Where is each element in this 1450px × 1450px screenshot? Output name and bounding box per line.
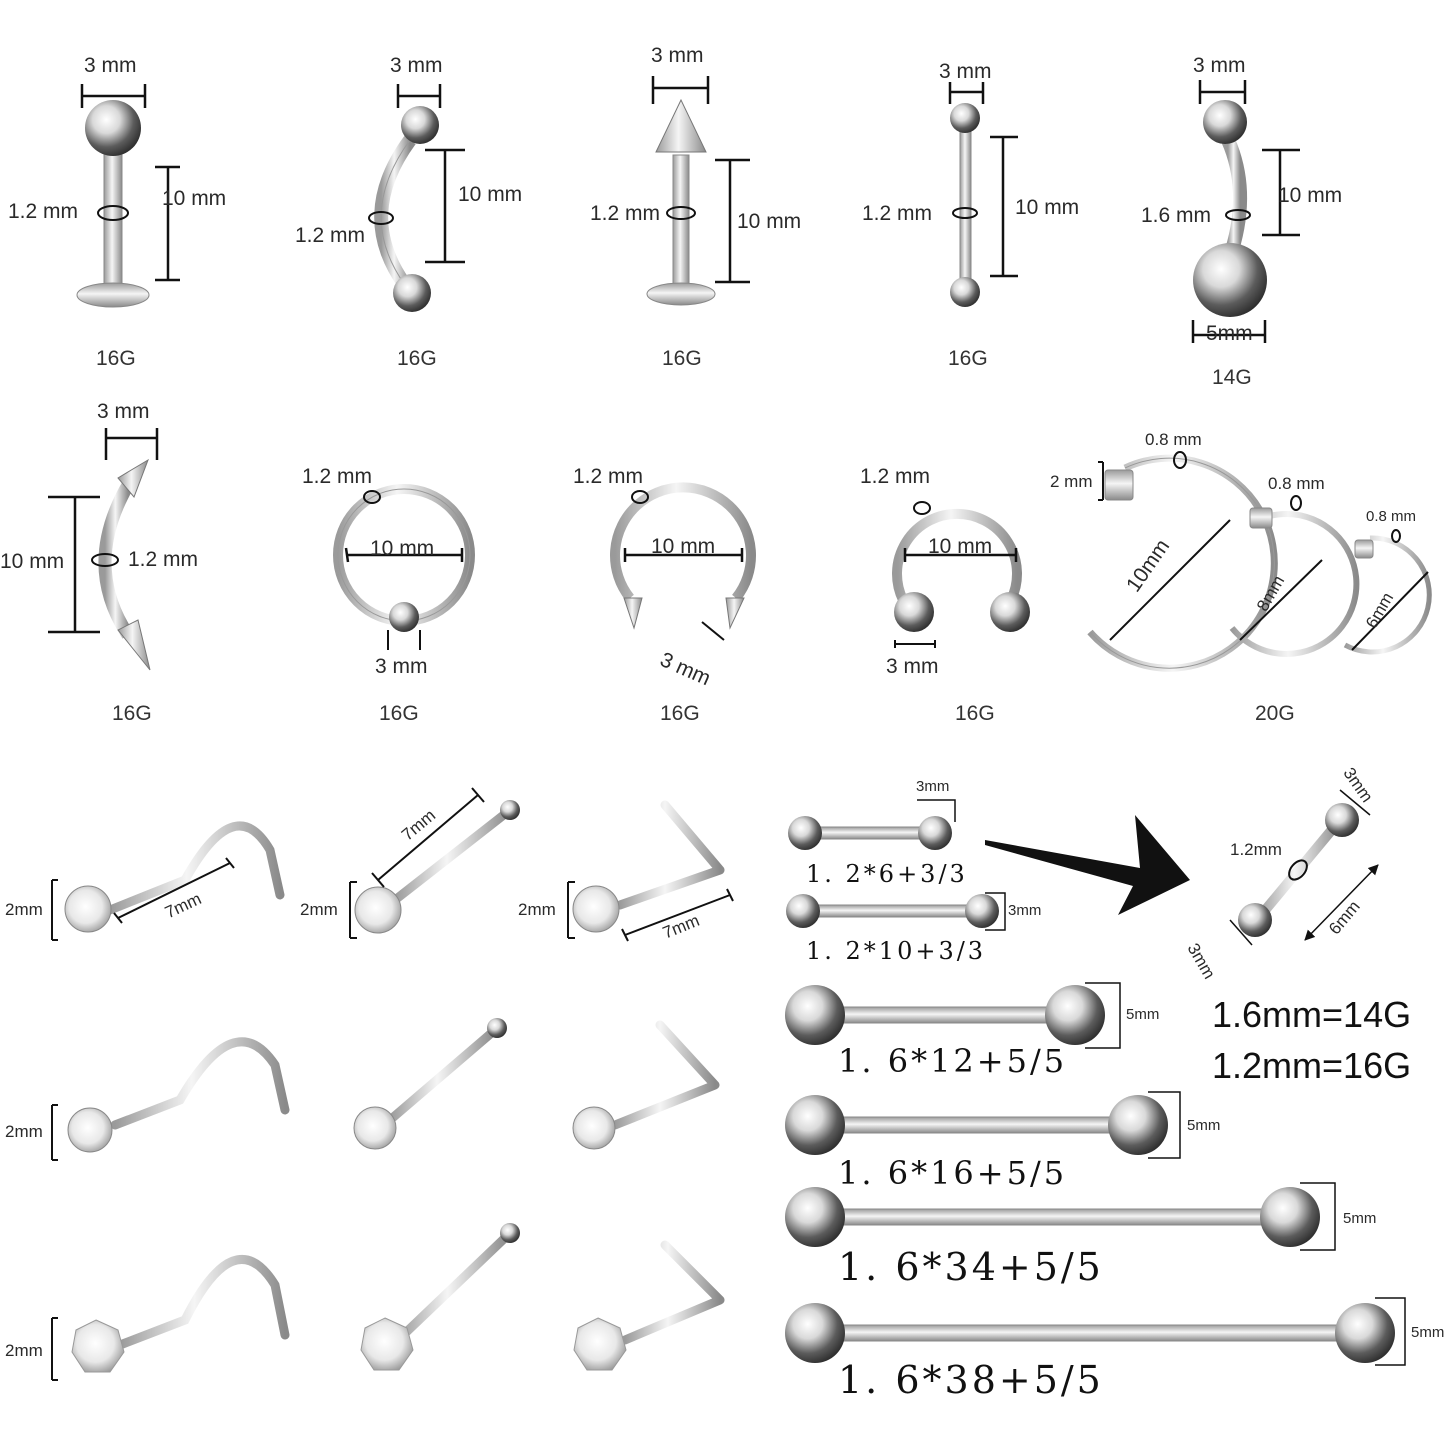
code-b1: 1. 2*6+3/3 [806, 860, 968, 888]
ball-size-b3: 5mm [1126, 1006, 1160, 1023]
horseshoe-ring [892, 501, 1030, 648]
dim-ball-7: 3 mm [375, 655, 428, 678]
curved-spike-barbell [48, 428, 159, 671]
dim-length-6: 10 mm [0, 550, 65, 573]
gauge-5: 14G [1212, 366, 1252, 389]
nose-l-shape-gem [567, 800, 734, 942]
dim-wire-8: 1.2 mm [573, 465, 644, 488]
nose-bone-gem [349, 787, 520, 939]
dim-wire-1: 1.2 mm [8, 200, 79, 223]
captive-bead-ring [333, 484, 475, 650]
arrow-icon [985, 815, 1190, 915]
dim-ball-1: 3 mm [84, 54, 137, 77]
dim-wire-10c: 0.8 mm [1366, 508, 1417, 525]
dim-head-n1: 2mm [5, 900, 43, 919]
dim-length-3: 10 mm [737, 210, 802, 233]
dim-wire-3: 1.2 mm [590, 202, 661, 225]
dim-head-n3: 2mm [518, 900, 556, 919]
ball-size-b5: 5mm [1343, 1210, 1377, 1227]
gauge-6: 16G [112, 702, 152, 725]
barbell-1-6x38 [785, 1297, 1406, 1366]
nose-l-shape-flat [572, 1020, 720, 1150]
dim-bottom-ball-5: 5mm [1206, 322, 1253, 345]
nose-screw-crystal [51, 1254, 290, 1381]
gauge-4: 16G [948, 347, 988, 370]
dim-wire-9: 1.2 mm [860, 465, 931, 488]
dim-diameter-9: 10 mm [928, 535, 993, 558]
code-b4: 1. 6*16+5/5 [838, 1154, 1068, 1192]
dim-ball-4: 3 mm [939, 60, 992, 83]
barbell-1-6x34 [785, 1182, 1336, 1251]
dim-ball-3: 3 mm [651, 44, 704, 67]
dim-diameter-7: 10 mm [370, 537, 435, 560]
detail-wire: 1.2mm [1230, 840, 1282, 859]
gauge-8: 16G [660, 702, 700, 725]
straight-barbell-1 [948, 82, 1018, 307]
ball-size-b1: 3mm [916, 778, 950, 795]
ball-size-b6: 5mm [1411, 1324, 1445, 1341]
ball-size-b4: 5mm [1187, 1117, 1221, 1134]
circular-spike-barbell [610, 482, 756, 641]
dim-ball-6: 3 mm [97, 400, 150, 423]
labret-stud-1 [76, 84, 180, 308]
dim-wire-10b: 0.8 mm [1268, 474, 1325, 493]
code-b2: 1. 2*10+3/3 [806, 937, 987, 965]
dim-length-5: 10 mm [1278, 184, 1343, 207]
dim-ball-5: 3 mm [1193, 54, 1246, 77]
nose-screw-gem [51, 821, 285, 941]
dim-head-10a: 2 mm [1050, 472, 1093, 491]
dim-length-2: 10 mm [458, 183, 523, 206]
barbell-1-6x12 [785, 982, 1121, 1049]
gauge-1: 16G [96, 347, 136, 370]
conversion-14g: 1.6mm=14G [1212, 994, 1412, 1035]
spike-labret-1 [646, 76, 750, 306]
nose-hoop-6mm [1343, 529, 1432, 655]
dim-wire-4: 1.2 mm [862, 202, 933, 225]
dim-diameter-8: 10 mm [651, 535, 716, 558]
dim-length-4: 10 mm [1015, 196, 1080, 219]
detail-barbell [1229, 789, 1379, 946]
dim-ball-9: 3 mm [886, 655, 939, 678]
dim-wire-5: 1.6 mm [1141, 204, 1212, 227]
curved-barbell-1 [368, 84, 465, 312]
belly-barbell-1 [1191, 80, 1300, 343]
gauge-7: 16G [379, 702, 419, 725]
barbell-1-2x6 [788, 799, 956, 850]
dim-wire-7: 1.2 mm [302, 465, 373, 488]
gauge-2: 16G [397, 347, 437, 370]
gauge-3: 16G [662, 347, 702, 370]
conversion-16g: 1.2mm=16G [1212, 1045, 1412, 1086]
nose-bone-crystal [360, 1223, 520, 1371]
nose-bone-flat [353, 1018, 507, 1150]
dim-wire-10a: 0.8 mm [1145, 430, 1202, 449]
nose-hoop-10mm [1087, 451, 1278, 672]
dim-head-n5: 2mm [5, 1341, 43, 1360]
gauge-10: 20G [1255, 702, 1295, 725]
nose-l-shape-crystal [573, 1240, 725, 1371]
dim-wire-6: 1.2 mm [128, 548, 199, 571]
dim-head-n4: 2mm [5, 1122, 43, 1141]
barbell-1-2x10 [786, 892, 1006, 931]
dim-wire-2: 1.2 mm [295, 224, 366, 247]
code-b6: 1. 6*38+5/5 [838, 1358, 1104, 1402]
dim-length-1: 10 mm [162, 187, 227, 210]
ball-size-b2: 3mm [1008, 902, 1042, 919]
gauge-9: 16G [955, 702, 995, 725]
nose-hoop-8mm [1229, 495, 1360, 657]
dim-ball-2: 3 mm [390, 54, 443, 77]
nose-screw-flat [51, 1037, 290, 1161]
barbell-1-6x16 [785, 1091, 1181, 1159]
dim-head-n2: 2mm [300, 900, 338, 919]
code-b5: 1. 6*34+5/5 [838, 1245, 1104, 1289]
code-b3: 1. 6*12+5/5 [838, 1042, 1068, 1080]
